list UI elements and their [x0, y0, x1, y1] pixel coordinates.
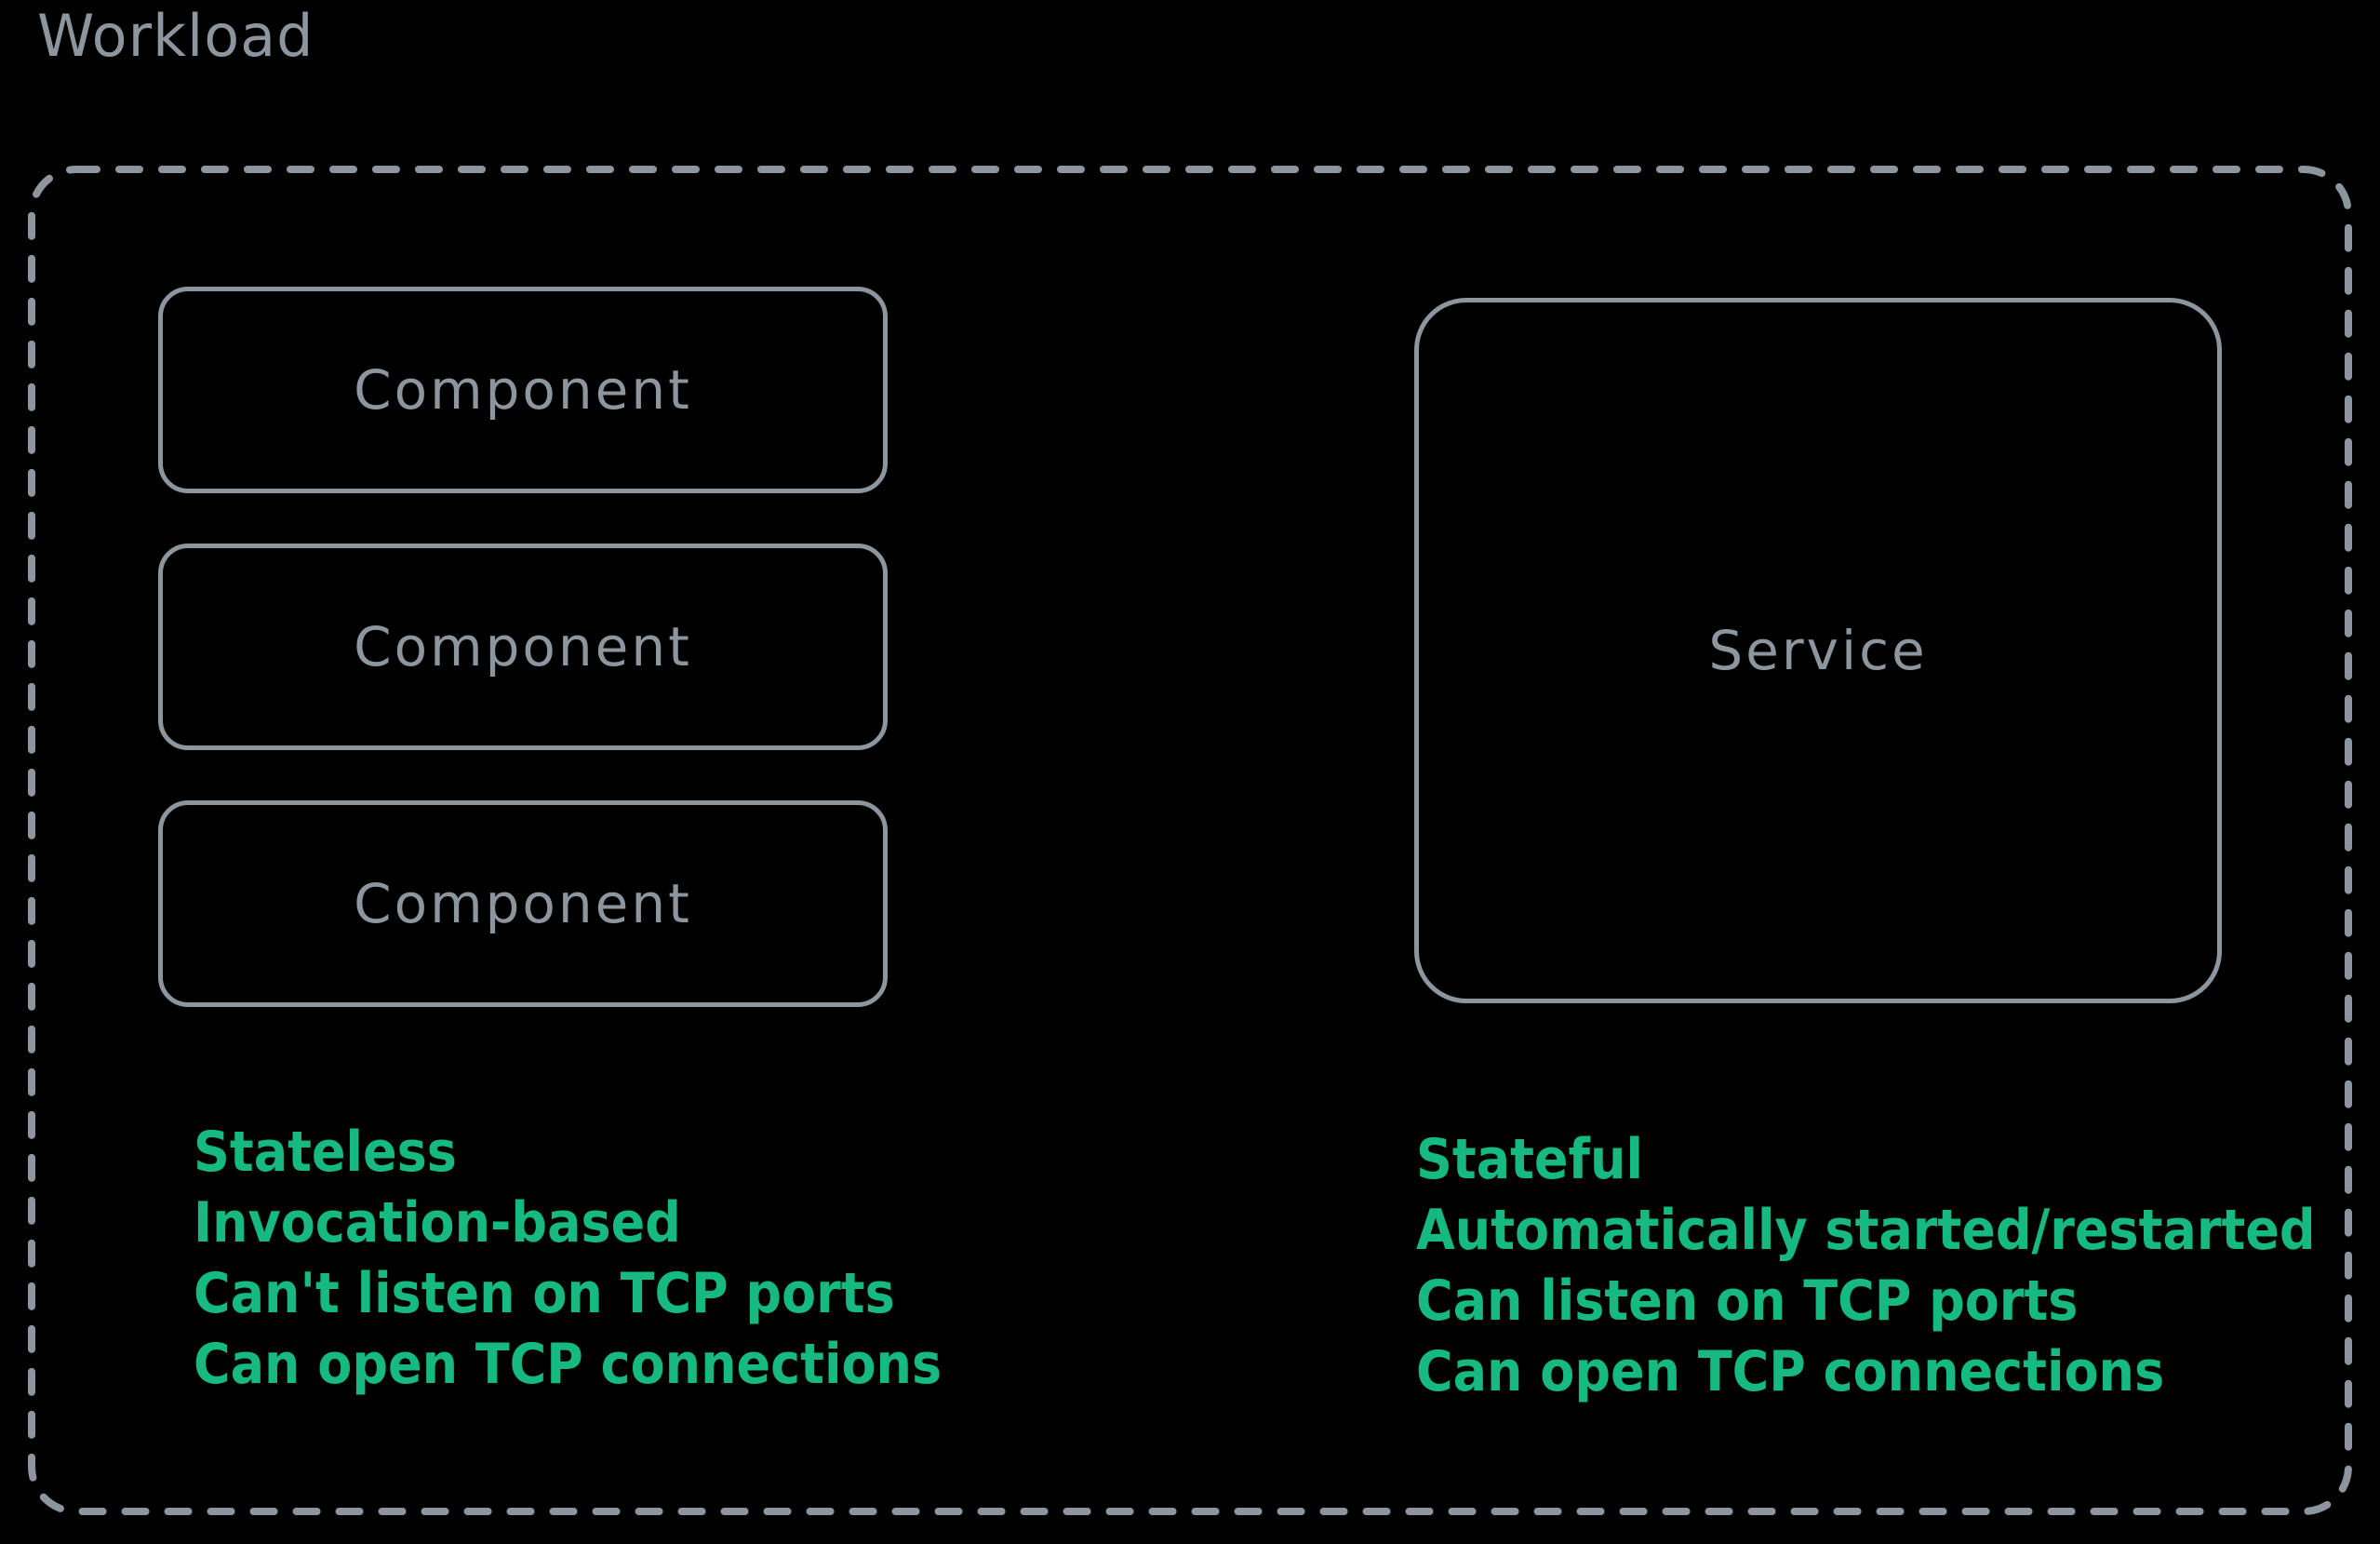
page-title: Workload — [37, 2, 314, 70]
component-box-3-label: Component — [354, 872, 692, 935]
component-box-1[interactable]: Component — [158, 287, 888, 493]
service-property-1: Stateful — [1416, 1127, 1643, 1192]
service-property-4: Can open TCP connections — [1416, 1339, 2165, 1404]
workload-container-outline — [28, 166, 2352, 1515]
component-property-4: Can open TCP connections — [194, 1332, 943, 1397]
component-box-2-label: Component — [354, 615, 692, 678]
component-box-1-label: Component — [354, 358, 692, 422]
service-properties-list: Stateful Automatically started/restarted… — [1416, 1124, 2316, 1407]
component-properties-list: Stateless Invocation-based Can't listen … — [194, 1117, 942, 1400]
service-box[interactable]: Service — [1414, 298, 2222, 1003]
component-property-3: Can't listen on TCP ports — [194, 1261, 895, 1326]
component-property-1: Stateless — [194, 1120, 457, 1185]
service-property-3: Can listen on TCP ports — [1416, 1269, 2079, 1334]
component-box-2[interactable]: Component — [158, 544, 888, 750]
component-property-2: Invocation-based — [194, 1190, 681, 1255]
service-property-2: Automatically started/restarted — [1416, 1198, 2316, 1263]
service-box-label: Service — [1708, 619, 1928, 682]
workload-container — [28, 166, 2352, 1515]
component-box-3[interactable]: Component — [158, 800, 888, 1007]
component-stack: Component Component Component — [158, 287, 888, 1007]
